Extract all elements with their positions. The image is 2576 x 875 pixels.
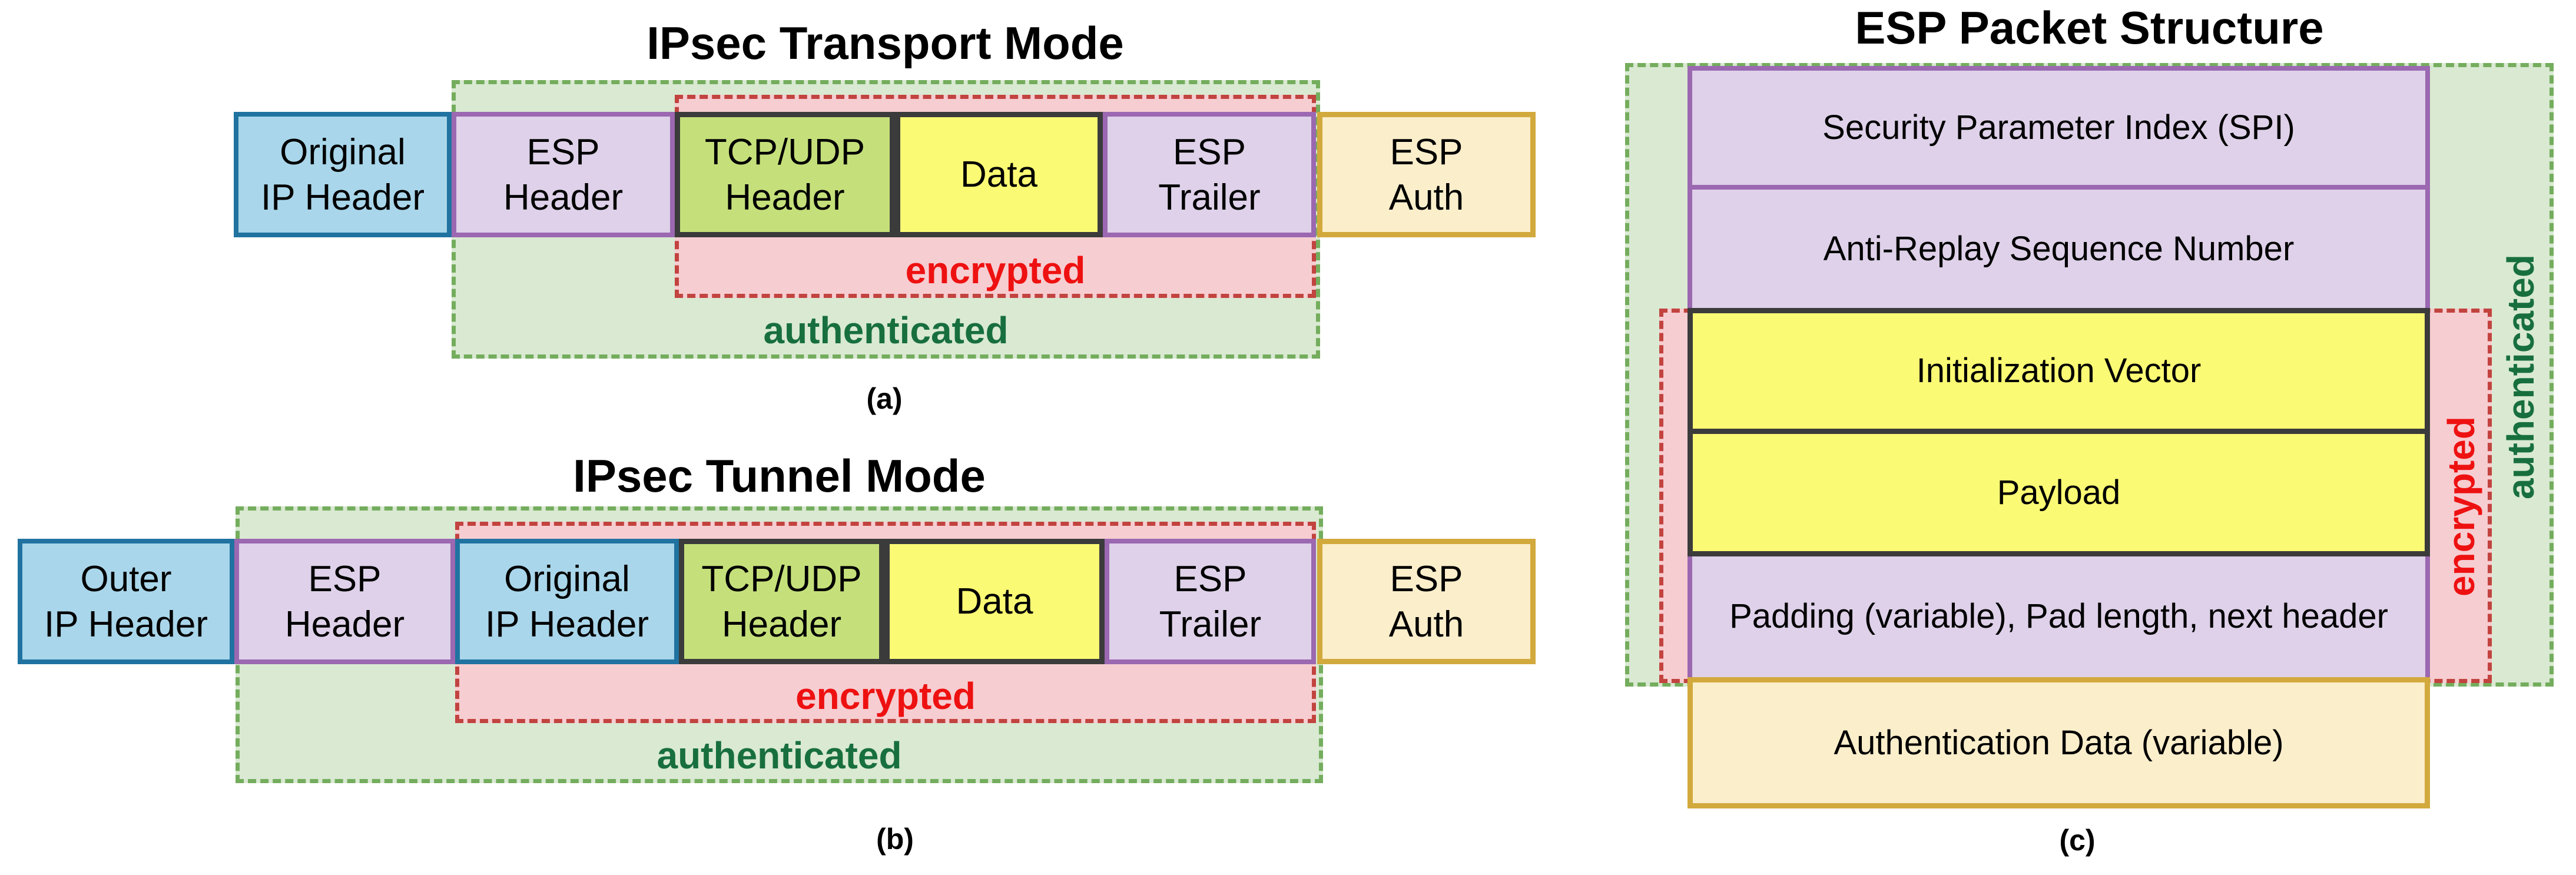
- esp-row-authentication-data: Authentication Data (variable): [1688, 677, 2430, 808]
- esp-row-payload: Payload: [1688, 429, 2430, 556]
- esp-row-spi: Security Parameter Index (SPI): [1688, 66, 2430, 190]
- transport-field-tcp-udp-header: TCP/UDP Header: [675, 112, 895, 237]
- transport-authenticated-label: authenticated: [763, 309, 1009, 352]
- esp-packet-title: ESP Packet Structure: [1855, 2, 2324, 54]
- esp-authenticated-label: authenticated: [2499, 254, 2542, 500]
- tunnel-field-esp-trailer: ESP Trailer: [1105, 539, 1316, 664]
- esp-row-anti-replay-sequence-number: Anti-Replay Sequence Number: [1688, 185, 2430, 313]
- transport-field-esp-trailer: ESP Trailer: [1103, 112, 1316, 237]
- esp-row-padding-pad-length-next-header: Padding (variable), Pad length, next hea…: [1688, 551, 2430, 682]
- tunnel-field-original-ip-header: Original IP Header: [455, 539, 679, 664]
- transport-encrypted-label: encrypted: [905, 249, 1086, 291]
- tunnel-field-tcp-udp-header: TCP/UDP Header: [679, 539, 884, 664]
- transport-caption: (a): [866, 382, 903, 415]
- transport-field-esp-header: ESP Header: [452, 112, 675, 237]
- transport-mode-title: IPsec Transport Mode: [647, 17, 1124, 69]
- transport-field-original-ip-header: Original IP Header: [234, 112, 452, 237]
- tunnel-authenticated-label: authenticated: [657, 734, 902, 777]
- tunnel-mode-title: IPsec Tunnel Mode: [573, 450, 986, 502]
- tunnel-field-esp-header: ESP Header: [234, 539, 455, 664]
- tunnel-caption: (b): [876, 823, 914, 856]
- tunnel-encrypted-label: encrypted: [795, 675, 976, 717]
- transport-field-esp-auth: ESP Auth: [1317, 112, 1536, 237]
- tunnel-field-esp-auth: ESP Auth: [1317, 539, 1536, 664]
- esp-packet-caption: (c): [2059, 824, 2096, 857]
- tunnel-field-data: Data: [884, 539, 1105, 664]
- tunnel-field-outer-ip-header: Outer IP Header: [18, 539, 234, 664]
- transport-field-data: Data: [895, 112, 1103, 237]
- esp-encrypted-label: encrypted: [2440, 416, 2482, 596]
- esp-row-initialization-vector: Initialization Vector: [1688, 308, 2430, 434]
